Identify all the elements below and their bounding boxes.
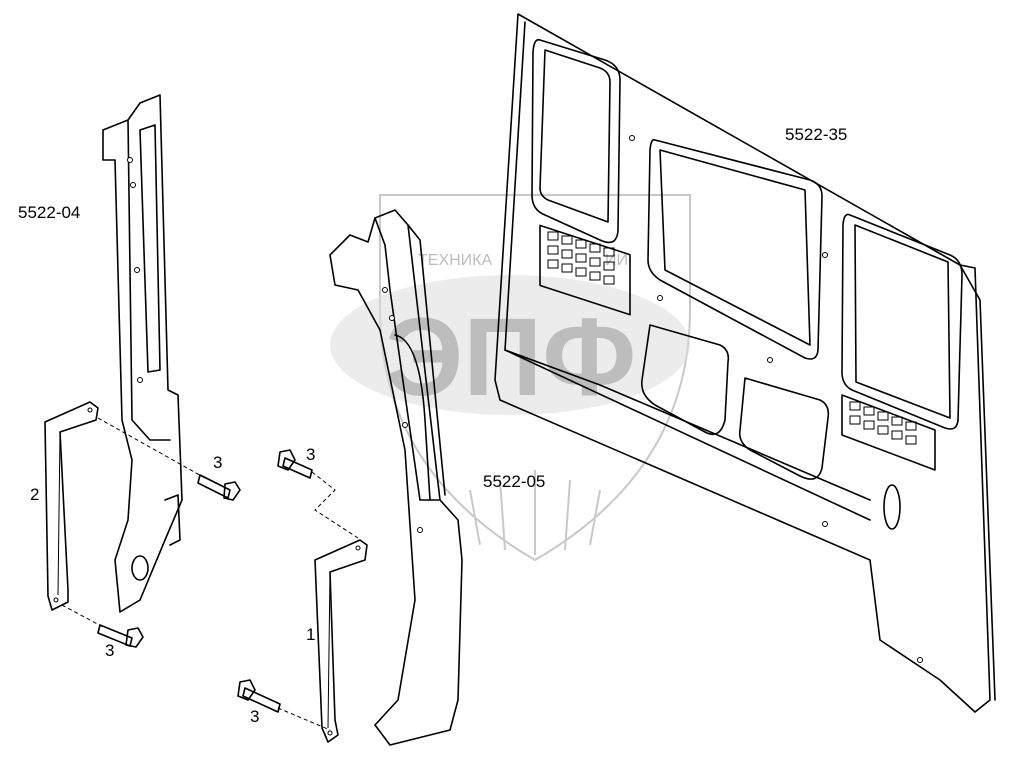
callout-bolt-lower-left: 3	[105, 641, 114, 660]
bolt-lower-left	[97, 624, 144, 648]
middle-bracket	[314, 539, 368, 743]
label-middle-pillar: 5522-05	[483, 472, 545, 491]
callout-middle-bracket: 1	[306, 625, 315, 644]
assembly-line-middle-top	[311, 471, 359, 539]
watermark-top-text-right: ИИ	[605, 252, 628, 269]
callout-left-bracket: 2	[30, 485, 39, 504]
label-left-pillar: 5522-04	[18, 203, 80, 222]
watermark-top-text-left: ТЕХНИКА	[418, 252, 492, 269]
assembly-line-left-top	[97, 417, 206, 479]
bolt-upper-left	[197, 474, 241, 501]
callout-bolt-upper-middle: 3	[306, 445, 315, 464]
bolt-lower-middle	[237, 679, 281, 713]
left-pillar-5522-04	[102, 94, 183, 613]
middle-pillar-5522-05	[329, 209, 463, 746]
left-bracket	[44, 401, 99, 611]
assembly-line-left-bottom	[61, 604, 106, 629]
callout-bolt-upper-left: 3	[213, 453, 222, 472]
bolt-upper-middle	[277, 449, 313, 479]
callout-bolt-lower-middle: 3	[250, 707, 259, 726]
label-back-panel: 5522-35	[785, 125, 847, 144]
watermark-logo: ТЕХНИКА ИИ ЭПФ	[330, 194, 691, 562]
assembly-line-middle-bottom	[277, 707, 331, 731]
back-panel-5522-35	[494, 13, 996, 713]
